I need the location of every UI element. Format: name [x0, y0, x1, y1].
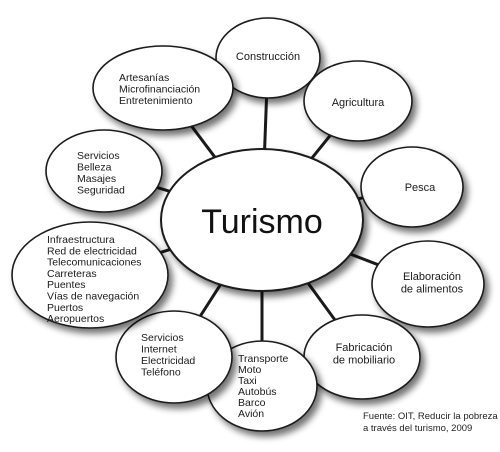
node-label-transporte-4: Barco: [238, 397, 266, 409]
node-label-infraestructura-5: Vías de navegación: [47, 291, 139, 303]
node-label-agricultura-0: Agricultura: [332, 97, 385, 109]
source-line-2: a través del turismo, 2009: [363, 423, 472, 434]
bubble-layer: ConstrucciónAgriculturaPescaElaboraciónd…: [11, 17, 485, 432]
node-label-artesanias-0: Artesanías: [119, 72, 169, 84]
node-ellipse-servicios-internet: [115, 310, 233, 404]
node-label-infraestructura-6: Puertos: [47, 302, 83, 314]
node-label-servicios-internet-1: Internet: [141, 344, 177, 356]
node-label-fabricacion-0: Fabricación: [336, 342, 393, 354]
connector-elaboracion: [350, 252, 379, 267]
node-agricultura: Agricultura: [303, 60, 413, 142]
connector-servicios-internet: [199, 283, 222, 317]
center-node: Turismo: [160, 148, 364, 292]
node-label-servicios-belleza-2: Masajes: [77, 173, 116, 185]
connector-artesanias: [190, 125, 217, 159]
node-label-servicios-internet-3: Teléfono: [141, 367, 181, 379]
connector-agricultura: [310, 134, 332, 160]
node-label-construccion-0: Construcción: [236, 51, 300, 63]
connector-servicios-belleza: [156, 186, 171, 193]
node-label-infraestructura-1: Red de electricidad: [47, 245, 137, 257]
node-label-elaboracion-0: Elaboración: [403, 271, 461, 283]
source-note: Fuente: OIT, Reducir la pobreza a través…: [363, 411, 498, 434]
node-artesanias: ArtesaníasMicrofinanciaciónEntretenimien…: [92, 45, 234, 131]
node-label-infraestructura-2: Telecomunicaciones: [47, 257, 142, 269]
source-line-1: Fuente: OIT, Reducir la pobreza: [363, 411, 498, 422]
center-label: Turismo: [201, 203, 323, 241]
node-label-servicios-belleza-3: Seguridad: [77, 185, 125, 197]
node-label-transporte-1: Moto: [238, 364, 262, 376]
node-construccion: Construcción: [215, 17, 321, 99]
node-label-servicios-belleza-0: Servicios: [77, 150, 120, 162]
node-label-artesanias-1: Microfinanciación: [119, 84, 200, 96]
node-ellipse-construccion: [215, 17, 321, 99]
node-label-infraestructura-3: Carreteras: [47, 268, 97, 280]
connector-infraestructura: [160, 247, 171, 254]
node-label-transporte-0: Transporte: [238, 353, 289, 365]
node-ellipse-infraestructura: [11, 221, 169, 329]
node-label-transporte-5: Avión: [238, 408, 264, 420]
node-label-servicios-belleza-1: Belleza: [77, 162, 112, 174]
connector-lines: [156, 97, 379, 341]
node-ellipse-elaboracion: [371, 240, 485, 328]
node-ellipse-agricultura: [303, 60, 413, 142]
node-label-elaboracion-1: de alimentos: [401, 284, 464, 296]
node-label-infraestructura-0: Infraestructura: [47, 234, 115, 246]
node-ellipse-artesanias: [92, 45, 234, 131]
node-label-servicios-internet-2: Electricidad: [141, 355, 195, 367]
center-ellipse: [160, 148, 364, 292]
node-label-servicios-internet-0: Servicios: [141, 332, 184, 344]
node-pesca: Pesca: [360, 146, 464, 228]
node-ellipse-pesca: [360, 146, 464, 228]
node-label-infraestructura-4: Puentes: [47, 279, 86, 291]
connector-fabricacion: [306, 282, 337, 321]
node-label-transporte-2: Taxi: [238, 375, 257, 387]
node-label-transporte-3: Autobús: [238, 386, 277, 398]
node-ellipse-servicios-belleza: [45, 129, 163, 213]
node-label-infraestructura-7: Aeropuertos: [47, 313, 104, 325]
node-label-artesanias-2: Entretenimiento: [119, 95, 193, 107]
connector-construccion: [263, 97, 269, 150]
node-label-pesca-0: Pesca: [405, 182, 436, 194]
node-label-fabricacion-1: de mobiliario: [333, 355, 395, 367]
